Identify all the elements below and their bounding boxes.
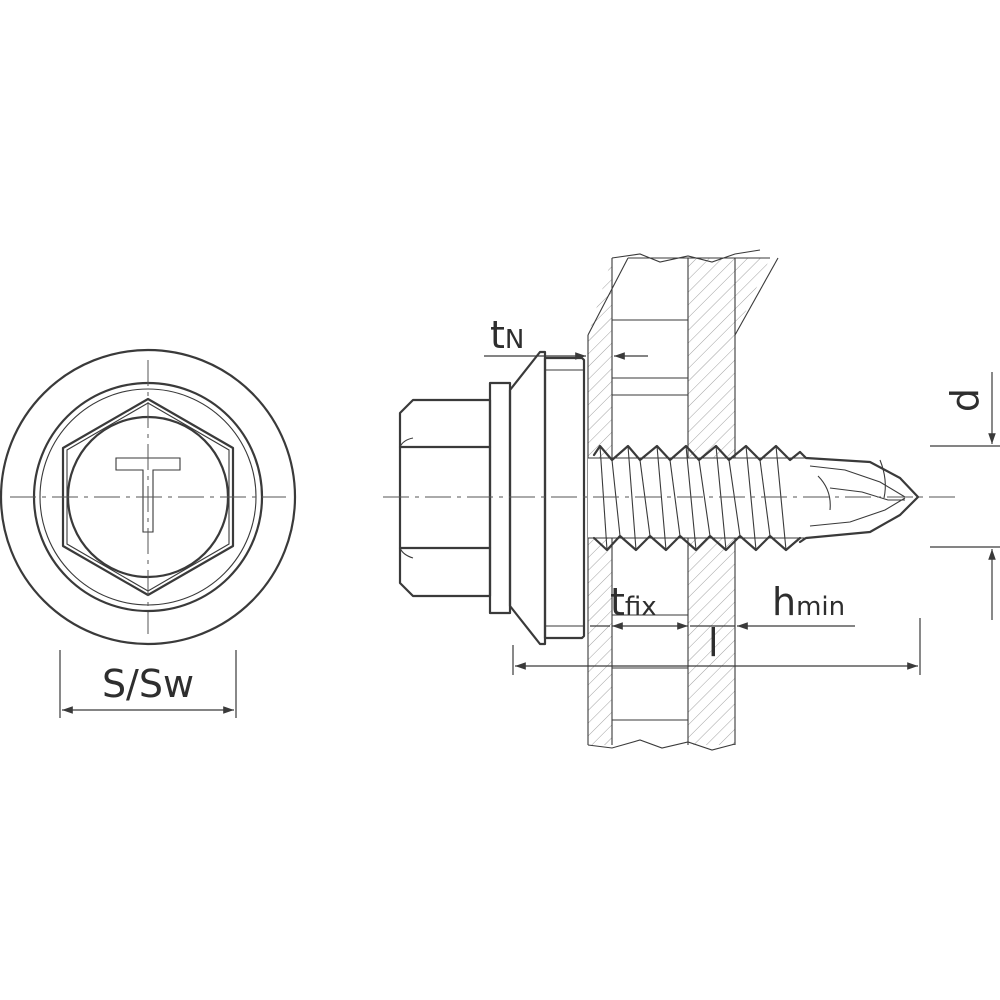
top-view: T S/Sw xyxy=(0,348,297,718)
head-mark-t xyxy=(115,457,181,533)
l-label: l xyxy=(708,621,719,665)
washer-outer-circle xyxy=(0,348,297,646)
hex-head-side xyxy=(398,398,492,598)
hmin-label: hmin xyxy=(772,580,845,624)
top-break-line xyxy=(611,249,761,263)
flange-collar xyxy=(488,381,512,615)
thread-flanks xyxy=(599,445,787,551)
s-sw-label: S/Sw xyxy=(102,662,194,706)
tn-label: tN xyxy=(490,313,524,357)
cup-washer xyxy=(508,350,547,646)
hex-head-outline xyxy=(61,397,235,597)
dimensions: tN tfix hmin l d xyxy=(484,313,1000,675)
tfix-label: tfix xyxy=(610,580,657,624)
sealing-washer xyxy=(543,356,586,640)
d-label: d xyxy=(943,388,987,412)
drill-point xyxy=(798,450,920,544)
bottom-break-line xyxy=(587,739,736,751)
screw-side-view xyxy=(383,350,960,646)
